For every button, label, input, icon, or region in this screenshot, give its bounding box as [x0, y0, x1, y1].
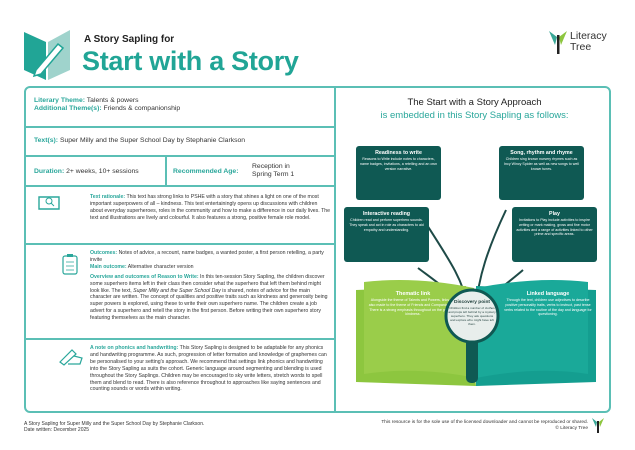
- outcomes-row: Outcomes: Notes of advice, a recount, na…: [26, 245, 336, 340]
- subtitle: A Story Sapling for: [84, 34, 175, 45]
- main-panel: Literary Theme: Talents & powers Additio…: [24, 86, 611, 413]
- page-title: Start with a Story: [82, 46, 299, 76]
- texts-row: Text(s): Super Milly and the Super Schoo…: [26, 128, 336, 157]
- approach-heading: The Start with a Story Approach is embed…: [380, 97, 569, 121]
- literacy-tree-logo: [549, 31, 567, 54]
- phonics-row: A note on phonics and handwriting: This …: [26, 340, 336, 393]
- duration: Duration: 2+ weeks, 10+ sessions: [34, 168, 139, 175]
- magnifier-icon: [444, 288, 500, 383]
- book-pencil-icon: [24, 30, 70, 80]
- age-label: Recommended Age:: [173, 168, 239, 175]
- clipboard-icon: [62, 254, 78, 275]
- footer-left: A Story Sapling for Super Milly and the …: [24, 421, 205, 433]
- writing-hand-icon: [59, 349, 83, 366]
- details-column: Literary Theme: Talents & powers Additio…: [26, 88, 336, 411]
- duration-row: Duration: 2+ weeks, 10+ sessions Recomme…: [26, 157, 336, 187]
- themes-row: Literary Theme: Talents & powers Additio…: [26, 88, 336, 128]
- literacy-tree-small-logo: [592, 418, 604, 433]
- rationale-row: Text rationale: This text has strong lin…: [26, 187, 336, 245]
- book-magnifier-icon: [38, 196, 60, 210]
- footer-right: This resource is for the sole use of the…: [381, 420, 588, 431]
